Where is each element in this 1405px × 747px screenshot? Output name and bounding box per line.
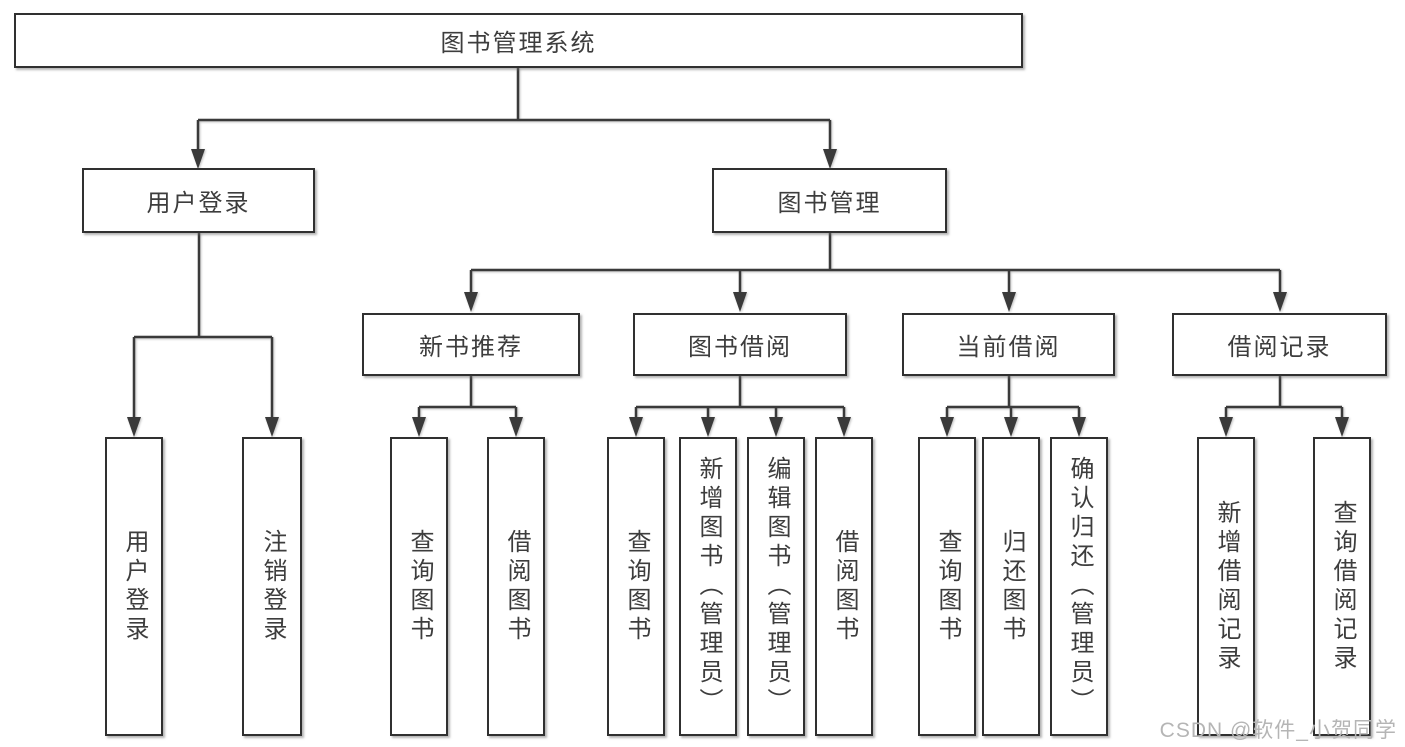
node-user-login-branch: 用户登录 [82,168,315,233]
leaf-logout-label: 注销登录 [259,528,286,645]
leaf-confirm-return-admin: 确认归还（管理员） [1050,437,1108,736]
node-borrow-records: 借阅记录 [1172,313,1387,376]
leaf-logout: 注销登录 [242,437,302,736]
leaf-query-borrow-record-label: 查询借阅记录 [1329,499,1356,674]
node-current-borrow: 当前借阅 [902,313,1115,376]
leaf-user-login: 用户登录 [105,437,163,736]
node-borrow-records-label: 借阅记录 [1227,334,1332,361]
leaf-query-books-1-label: 查询图书 [406,528,433,645]
leaf-query-books-1: 查询图书 [390,437,448,736]
leaf-edit-books-admin-label: 编辑图书（管理员） [763,456,790,717]
leaf-borrow-books-1-label: 借阅图书 [503,528,530,645]
leaf-add-books-admin: 新增图书（管理员） [679,437,737,736]
node-root-label: 图书管理系统 [440,30,597,57]
leaf-edit-books-admin: 编辑图书（管理员） [747,437,805,736]
leaf-return-books: 归还图书 [982,437,1040,736]
leaf-query-borrow-record: 查询借阅记录 [1313,437,1371,736]
leaf-add-borrow-record-label: 新增借阅记录 [1213,499,1240,674]
node-user-login-branch-label: 用户登录 [146,190,251,217]
leaf-return-books-label: 归还图书 [998,528,1025,645]
csdn-watermark: CSDN @软件_小贺同学 [1159,719,1397,742]
node-new-book-recommend-label: 新书推荐 [419,334,523,361]
leaf-query-books-2: 查询图书 [607,437,665,736]
leaf-query-books-3: 查询图书 [918,437,976,736]
leaf-confirm-return-admin-label: 确认归还（管理员） [1066,456,1093,717]
node-root-library-system: 图书管理系统 [14,13,1023,68]
leaf-borrow-books-1: 借阅图书 [487,437,545,736]
leaf-add-borrow-record: 新增借阅记录 [1197,437,1255,736]
node-book-management-branch-label: 图书管理 [777,190,882,217]
leaf-user-login-label: 用户登录 [121,528,148,645]
leaf-query-books-2-label: 查询图书 [623,528,650,645]
leaf-borrow-books-2-label: 借阅图书 [831,528,858,645]
leaf-query-books-3-label: 查询图书 [934,528,961,645]
node-book-borrow: 图书借阅 [633,313,847,376]
leaf-borrow-books-2: 借阅图书 [815,437,873,736]
node-new-book-recommend: 新书推荐 [362,313,580,376]
node-book-borrow-label: 图书借阅 [688,334,792,361]
node-book-management-branch: 图书管理 [712,168,947,233]
node-current-borrow-label: 当前借阅 [956,334,1061,361]
leaf-add-books-admin-label: 新增图书（管理员） [695,456,722,717]
